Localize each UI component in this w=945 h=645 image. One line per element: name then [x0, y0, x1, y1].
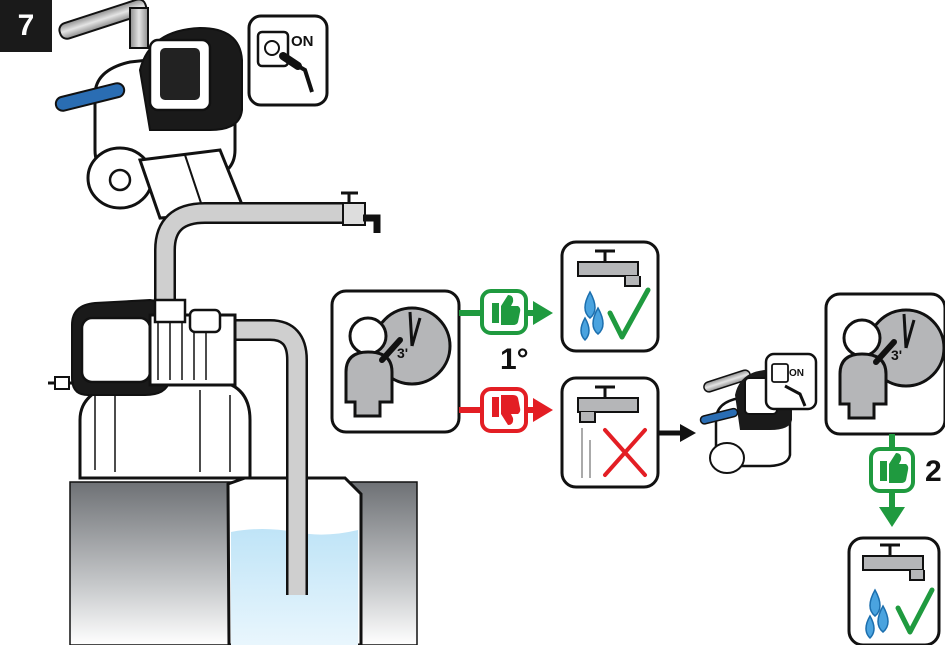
thumbs-up-icon-2: [880, 453, 909, 483]
checkmark-icon: [607, 287, 651, 340]
power-on-label-top: ON: [291, 33, 314, 50]
thumbs-up-icon: [492, 295, 521, 325]
fail-path-arrow: [459, 387, 553, 433]
tap-on-pipe: [341, 191, 381, 233]
water-drops-icon: [580, 290, 604, 342]
cross-icon: [603, 428, 647, 477]
thumbs-down-icon: [492, 395, 521, 425]
water-tank-ground: [69, 476, 418, 645]
restart-arrow: [658, 424, 696, 442]
water-drops-icon-2: [865, 588, 889, 640]
water-fail-panel: [560, 376, 660, 489]
checkmark-icon-2: [895, 587, 935, 635]
power-plug-icon: [247, 14, 329, 107]
timer-panel-left: [330, 289, 461, 434]
pump-small-illustration: [54, 0, 248, 220]
step-number-badge: 7: [0, 0, 52, 52]
first-attempt-label: 1°: [500, 343, 529, 376]
ok-path-arrow: [459, 289, 553, 335]
faucet-icon: [577, 249, 641, 287]
second-attempt-label: 2: [925, 455, 942, 488]
water-ok-panel: [560, 240, 660, 353]
pump-large-illustration: [48, 298, 252, 480]
timer-label-left: 3': [397, 345, 408, 361]
power-on-label-mini: ON: [789, 368, 804, 379]
step-number: 7: [17, 9, 35, 42]
water-ok-panel-2: [847, 536, 941, 645]
pump-mini-illustration: [699, 352, 818, 474]
suction-pipe: [154, 202, 345, 595]
timer-label-right: 3': [891, 347, 902, 363]
timer-panel-right: [824, 292, 945, 436]
ok-path-arrow-down: [869, 434, 915, 527]
